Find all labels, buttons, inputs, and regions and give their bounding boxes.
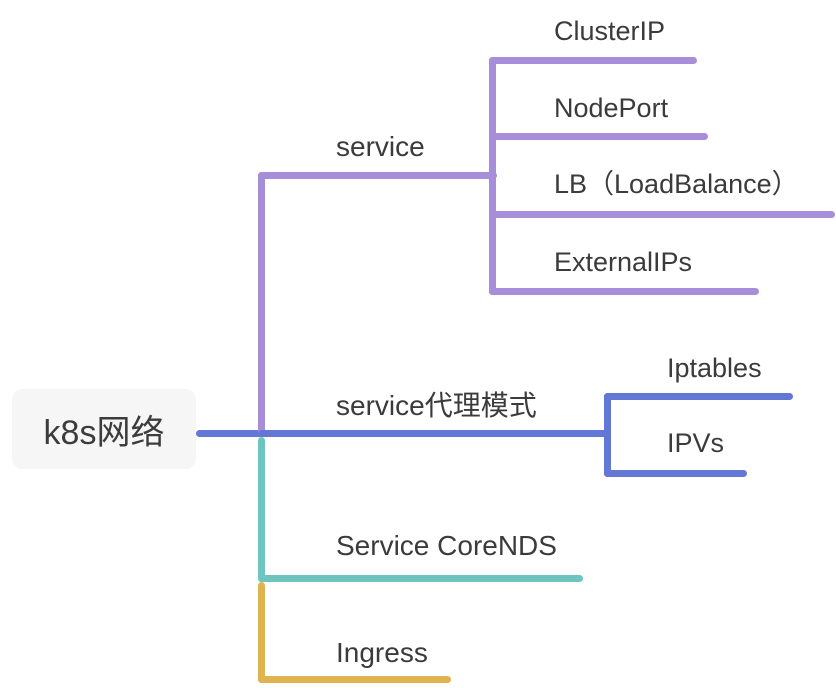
root-node[interactable]: k8s网络 xyxy=(12,389,196,469)
node-externalips[interactable]: ExternalIPs xyxy=(554,247,693,277)
nodeport-underline xyxy=(489,133,708,140)
ingress-branch-trunk-line xyxy=(258,582,265,683)
proxy-children-vertical-line xyxy=(604,393,611,477)
service-branch-trunk-line xyxy=(258,172,265,437)
node-iptables[interactable]: Iptables xyxy=(667,353,762,383)
node-loadbalance[interactable]: LB（LoadBalance） xyxy=(554,169,799,199)
ipvs-underline xyxy=(604,470,747,477)
clusterip-underline xyxy=(489,57,697,64)
root-node-label: k8s网络 xyxy=(43,413,165,452)
root-connector-line xyxy=(196,430,266,437)
loadbalance-underline xyxy=(489,211,835,218)
service-children-vertical-line xyxy=(489,57,496,295)
node-service[interactable]: service xyxy=(336,131,425,162)
node-ingress[interactable]: Ingress xyxy=(336,637,428,668)
proxy-branch-underline xyxy=(258,430,611,437)
externalips-underline xyxy=(489,288,759,295)
iptables-underline xyxy=(604,393,793,400)
service-branch-underline xyxy=(258,172,497,179)
ingress-branch-underline xyxy=(258,676,451,683)
corends-branch-trunk-line xyxy=(258,437,265,582)
corends-branch-underline xyxy=(258,575,583,582)
node-ipvs[interactable]: IPVs xyxy=(667,428,725,458)
node-service-corends[interactable]: Service CoreNDS xyxy=(336,530,557,561)
node-nodeport[interactable]: NodePort xyxy=(554,93,669,123)
node-service-proxy-mode[interactable]: service代理模式 xyxy=(336,390,537,421)
node-clusterip[interactable]: ClusterIP xyxy=(554,16,666,46)
